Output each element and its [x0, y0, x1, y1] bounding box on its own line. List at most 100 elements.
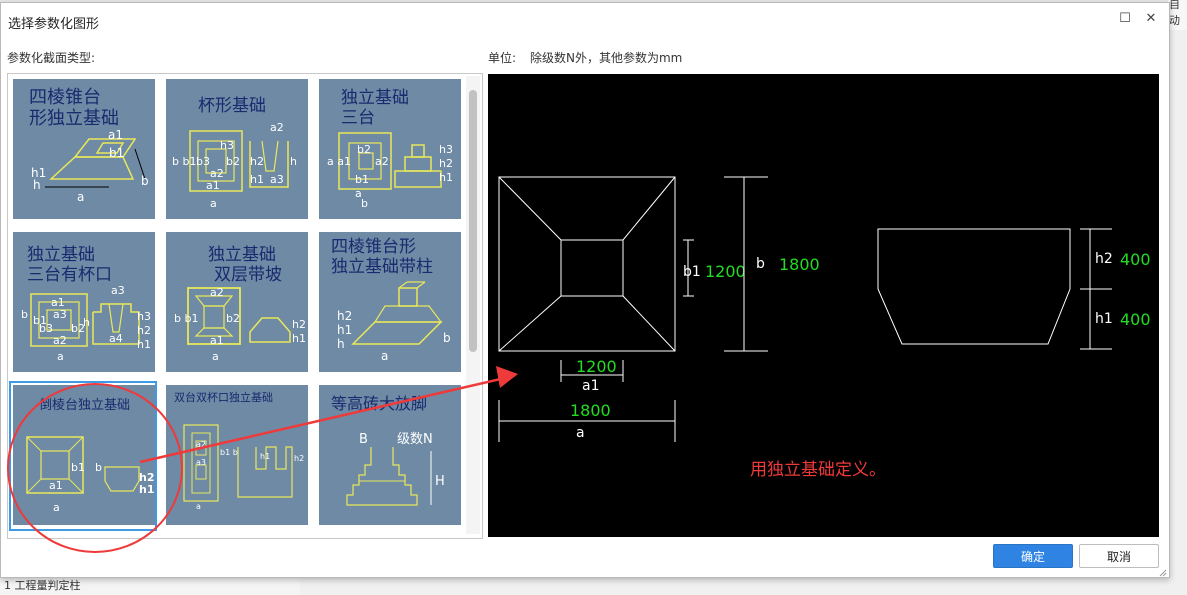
- thumb-dim: a: [212, 350, 219, 363]
- thumb-title-1: 独立基础: [341, 88, 409, 108]
- preview-a1-value: 1200: [576, 357, 617, 376]
- dialog-title: 选择参数化图形: [8, 17, 100, 32]
- preview-drawing: b1 1200 b 1800 1200 a1 1800 a: [498, 176, 1151, 442]
- maximize-icon[interactable]: ☐: [1119, 11, 1131, 26]
- thumb-dim: b2: [226, 312, 240, 325]
- thumb-title-1: 四棱锥台: [29, 87, 101, 108]
- thumb-dim: b2: [357, 143, 371, 156]
- gallery-scrollbar[interactable]: [466, 76, 480, 534]
- thumb-dim: h2: [137, 324, 151, 337]
- thumb-drawing: 独立基础 双层带坡 a2 b b1 b2 h2 h1 a1 a: [174, 245, 306, 363]
- thumb-dim: h2: [439, 157, 453, 170]
- shape-thumb-four-pyramid-foundation[interactable]: 四棱锥台 形独立基础 a1 b1 h1 h b a: [13, 79, 155, 219]
- thumb-dim: h2: [294, 454, 304, 463]
- shape-thumb-three-step-cup-foundation[interactable]: 独立基础 三台有杯口 a1 a3 b b1 a3 b3 b2 h h3 h2 a…: [13, 232, 155, 372]
- thumb-dim: h1: [337, 323, 352, 337]
- shape-thumb-double-layer-slope-foundation[interactable]: 独立基础 双层带坡 a2 b b1 b2 h2 h1 a1 a: [166, 232, 308, 372]
- thumb-dim: a2: [53, 334, 67, 347]
- thumb-dim: H: [435, 474, 445, 489]
- thumb-dim: a: [196, 502, 201, 511]
- annotation-text: 用独立基础定义。: [750, 460, 886, 480]
- thumb-dim: a2: [196, 440, 206, 449]
- thumb-dim: a1: [210, 334, 224, 347]
- thumb-drawing: 杯形基础 a2 h3 b b1 b3 b2 h2 h a2 h1 a1 a3 a: [172, 96, 297, 210]
- preview-h1-value: 400: [1120, 310, 1151, 329]
- thumb-dim: a1: [206, 179, 220, 192]
- preview-b1-label: b1: [683, 264, 701, 280]
- thumb-dim: h: [83, 316, 90, 329]
- thumb-drawing: 独立基础 三台 b2 h3 a a1 a2 h2 b1 h1 a b: [327, 88, 453, 210]
- thumb-dim: h: [337, 337, 345, 351]
- preview-a-value: 1800: [570, 401, 611, 420]
- thumb-title-1: 等高砖大放脚: [331, 394, 427, 413]
- thumb-dim: h2: [250, 155, 264, 168]
- shape-thumb-double-cup-foundation[interactable]: 双台双杯口独立基础 a a2 a3 b1 b h1 h2: [166, 385, 308, 525]
- thumb-dim: b2: [71, 322, 85, 335]
- thumb-dim: 级数N: [397, 432, 433, 447]
- thumb-drawing: 等高砖大放脚 B 级数N H: [331, 394, 445, 506]
- thumb-dim: a: [77, 190, 84, 204]
- thumb-dim: b: [443, 331, 451, 345]
- thumb-title-1: 杯形基础: [198, 96, 266, 116]
- thumb-dim: a: [57, 350, 64, 363]
- thumb-dim: a2: [375, 155, 389, 168]
- selected-thumb-highlight: [9, 381, 157, 531]
- thumb-title-1: 独立基础: [208, 245, 276, 265]
- thumb-dim: h2: [337, 309, 352, 323]
- shape-thumb-cup-foundation[interactable]: 杯形基础 a2 h3 b b1 b3 b2 h2 h a2 h1 a1 a3 a: [166, 79, 308, 219]
- preview-b-label: b: [756, 256, 765, 272]
- thumb-dim: a2: [210, 286, 224, 299]
- thumb-dim: a a1: [327, 155, 351, 168]
- ok-button[interactable]: 确定: [993, 544, 1073, 568]
- thumb-dim: h3: [137, 310, 151, 323]
- thumb-dim: a: [210, 197, 217, 210]
- thumb-dim: h2: [292, 318, 306, 331]
- thumb-title-2: 三台有杯口: [27, 265, 112, 285]
- preview-b-value: 1800: [779, 255, 820, 274]
- thumb-title-1: 双台双杯口独立基础: [174, 390, 273, 404]
- thumb-dim: B: [359, 432, 368, 447]
- thumb-dim: b: [141, 174, 149, 188]
- thumb-dim: h1: [439, 171, 453, 184]
- thumb-dim: b1: [33, 314, 47, 327]
- thumb-drawing: 独立基础 三台有杯口 a1 a3 b b1 a3 b3 b2 h h3 h2 a…: [21, 245, 151, 363]
- thumb-dim: b b1: [172, 155, 196, 168]
- shape-preview-canvas: b1 1200 b 1800 1200 a1 1800 a: [488, 74, 1159, 537]
- thumb-title-1: 四棱锥台形: [331, 237, 416, 257]
- preview-h2-label: h2: [1095, 251, 1113, 267]
- thumb-dim: h1: [250, 173, 264, 186]
- thumb-dim: h1: [292, 332, 306, 345]
- thumb-title-2: 形独立基础: [29, 108, 119, 129]
- thumb-dim: b1 b: [220, 448, 238, 457]
- thumb-dim: b2: [226, 155, 240, 168]
- thumb-dim: a2: [210, 167, 224, 180]
- thumb-dim: a: [381, 349, 388, 363]
- close-icon[interactable]: ✕: [1145, 11, 1157, 26]
- thumb-drawing: 双台双杯口独立基础 a a2 a3 b1 b h1 h2: [174, 390, 304, 511]
- parametric-shape-dialog: 选择参数化图形 ☐ ✕ 参数化截面类型: 单位: 除级数N外，其他参数为mm 四…: [0, 2, 1170, 578]
- preview-h2-value: 400: [1120, 250, 1151, 269]
- thumb-dim: h1: [137, 338, 151, 351]
- thumb-dim: a: [355, 187, 362, 200]
- gallery-scrollbar-thumb[interactable]: [469, 90, 477, 352]
- thumb-dim: a4: [109, 332, 123, 345]
- thumb-dim: h3: [220, 139, 234, 152]
- thumb-dim: h: [290, 155, 297, 168]
- thumb-dim: a1: [108, 128, 123, 142]
- thumb-dim: a3: [53, 308, 67, 321]
- thumb-dim: h1: [260, 452, 270, 461]
- shape-thumb-brick-footing[interactable]: 等高砖大放脚 B 级数N H: [319, 385, 461, 525]
- thumb-title-2: 双层带坡: [214, 265, 282, 285]
- section-type-label: 参数化截面类型:: [7, 51, 96, 65]
- preview-h1-label: h1: [1095, 311, 1113, 327]
- thumb-dim: a3: [111, 284, 125, 297]
- thumb-dim: b1: [109, 146, 124, 160]
- preview-a-label: a: [576, 425, 585, 441]
- shape-thumb-three-step-foundation[interactable]: 独立基础 三台 b2 h3 a a1 a2 h2 b1 h1 a b: [319, 79, 461, 219]
- thumb-drawing: 四棱锥台形 独立基础带柱 h2 h1 h b a: [331, 237, 451, 363]
- thumb-dim: b3: [196, 155, 210, 168]
- resize-grip-icon[interactable]: [1159, 569, 1167, 577]
- cancel-button[interactable]: 取消: [1079, 544, 1159, 568]
- thumb-dim: h3: [439, 143, 453, 156]
- shape-thumb-pyramid-foundation-with-column[interactable]: 四棱锥台形 独立基础带柱 h2 h1 h b a: [319, 232, 461, 372]
